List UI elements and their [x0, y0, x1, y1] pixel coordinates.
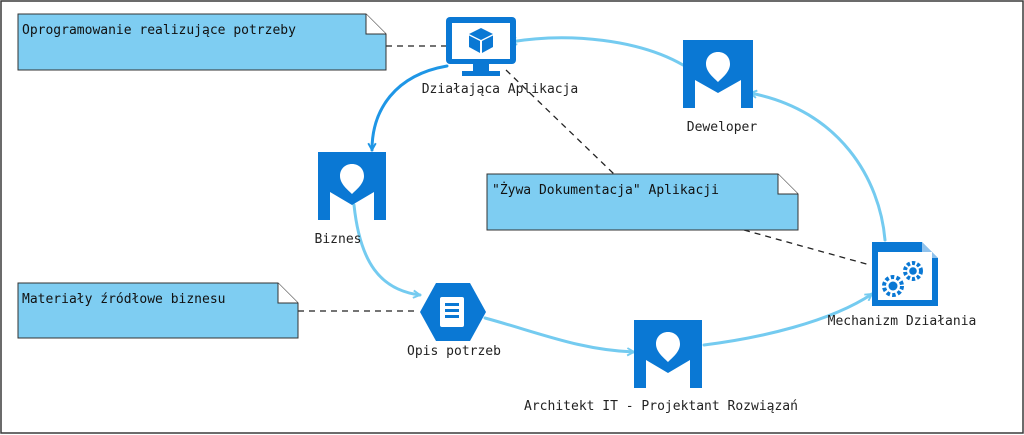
- note-living-docs-box: [486, 173, 799, 231]
- note-software-box: [17, 13, 387, 71]
- note-source-materials-box: [17, 282, 299, 339]
- note-source-materials: Materiały źródłowe biznesu: [17, 282, 299, 339]
- note-living-docs-text: "Żywa Dokumentacja" Aplikacji: [492, 182, 719, 198]
- note-source-materials-text: Materiały źródłowe biznesu: [22, 292, 226, 307]
- person-icon: [634, 320, 702, 388]
- note-source-materials-fold: [277, 283, 298, 304]
- node-app: Działająca Aplikacja: [422, 17, 579, 97]
- connector-app-living-docs: [505, 69, 616, 176]
- document-hexagon-icon: [420, 283, 486, 341]
- node-requirements: Opis potrzeb: [407, 283, 501, 359]
- note-living-docs: "Żywa Dokumentacja" Aplikacji: [486, 173, 799, 231]
- flow-business-to-requirements: [352, 203, 420, 295]
- node-mechanism-label: Mechanizm Działania: [828, 314, 977, 329]
- monitor-cube-icon: [446, 17, 516, 76]
- flow-arrows: [352, 36, 887, 352]
- node-mechanism: Mechanizm Działania: [828, 242, 977, 329]
- node-architect-label: Architekt IT - Projektant Rozwiązań: [524, 399, 798, 414]
- flow-app-to-business: [372, 64, 449, 150]
- person-icon: [318, 152, 386, 220]
- note-connectors: [298, 45, 871, 312]
- node-business-label: Biznes: [315, 232, 362, 247]
- node-developer-label: Deweloper: [687, 120, 758, 135]
- node-app-label: Działająca Aplikacja: [422, 82, 579, 97]
- note-software: Oprogramowanie realizujące potrzeby: [17, 13, 387, 71]
- note-living-docs-fold: [777, 174, 798, 195]
- flow-architect-to-mechanism: [702, 292, 872, 347]
- gears-document-icon: [872, 242, 938, 306]
- flow-mechanism-to-developer: [750, 93, 887, 242]
- note-software-text: Oprogramowanie realizujące potrzeby: [22, 23, 296, 38]
- node-requirements-label: Opis potrzeb: [407, 344, 501, 359]
- node-business: Biznes: [315, 152, 386, 247]
- node-developer: Deweloper: [683, 40, 757, 135]
- note-software-fold: [365, 14, 386, 35]
- flow-requirements-to-architect: [483, 316, 634, 352]
- flow-developer-to-app: [510, 36, 685, 67]
- node-architect: Architekt IT - Projektant Rozwiązań: [524, 320, 798, 414]
- person-icon: [683, 40, 753, 108]
